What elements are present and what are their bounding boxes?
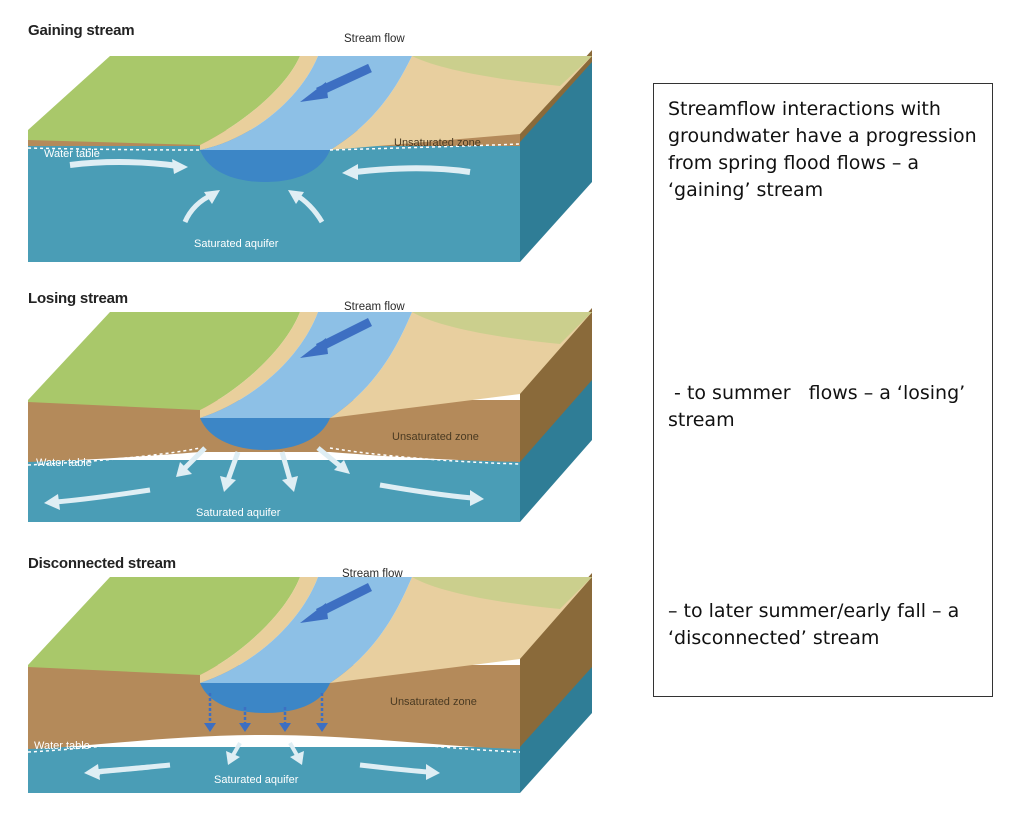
stream-flow-arrowhead [300, 338, 328, 358]
stream-flow-arrowhead [300, 82, 328, 102]
inflow-arrowhead-right [342, 164, 358, 180]
outflow-arrowhead [220, 476, 236, 492]
seepage-arrows [208, 693, 324, 725]
outflow-arrow [225, 451, 241, 481]
right-bank-grass [412, 56, 592, 86]
unsaturated-zone-label: Unsaturated zone [392, 431, 479, 443]
gaining-stream-diagram: Stream flow Water table Unsaturated zone… [27, 33, 592, 262]
block-side-face [520, 58, 592, 262]
outflow-arrowhead [44, 494, 60, 510]
panel-title: Disconnected stream [28, 555, 176, 572]
outflow-arrow [54, 487, 151, 505]
outflow-arrowhead [470, 490, 484, 506]
stream-surface [200, 577, 412, 683]
outflow-arrow [279, 451, 293, 481]
left-bank-grass [28, 577, 300, 675]
aquifer-arrowhead [84, 764, 100, 780]
saturated-aquifer-label: Saturated aquifer [194, 238, 279, 250]
left-bank-slope [200, 577, 318, 683]
aquifer-arrowhead [426, 764, 440, 780]
stream-channel [200, 150, 330, 182]
losing-description: - to summer flows – a ‘losing’ stream [668, 382, 972, 431]
outflow-arrow [316, 446, 342, 468]
aquifer-arrowhead [290, 751, 304, 765]
left-bank-slope [200, 56, 318, 150]
gaining-stream-panel: Gaining stream Stream flow Water t [0, 0, 640, 270]
inflow-arrow-left [69, 159, 179, 169]
disconnected-stream-diagram: Stream flow Water table Unsaturated zone… [27, 568, 592, 793]
aquifer-arrowhead [226, 751, 240, 765]
water-table-line [27, 143, 521, 151]
outflow-arrowhead [282, 476, 298, 492]
aquifer-arrow [359, 762, 429, 775]
saturated-aquifer-label: Saturated aquifer [196, 507, 281, 519]
outflow-arrow [379, 482, 473, 501]
water-table-label: Water table [44, 148, 100, 160]
inflow-arrowhead-left [172, 159, 188, 174]
losing-stream-diagram: Stream flow Water table Unsaturated zone… [27, 301, 592, 522]
outflow-arrowhead [334, 460, 350, 474]
upward-arrowhead-left [204, 190, 220, 204]
saturated-aquifer-label: Saturated aquifer [214, 774, 299, 786]
left-bank-grass [28, 312, 300, 410]
gaining-description: Streamflow interactions with groundwater… [668, 98, 983, 201]
saturated-aquifer-front [28, 460, 520, 522]
panel-title: Gaining stream [28, 22, 135, 39]
stream-flow-arrowhead [300, 603, 328, 623]
inflow-arrow-right [354, 165, 471, 175]
stream-channel [200, 418, 330, 450]
upward-arrowhead-right [288, 190, 304, 204]
water-table-label: Water table [34, 740, 90, 752]
water-table-label: Water table [36, 457, 92, 469]
right-bank-grass [412, 312, 592, 344]
disconnected-description: – to later summer/early fall – a ‘discon… [668, 600, 966, 649]
stream-flow-label: Stream flow [344, 33, 405, 45]
left-bank-grass [28, 56, 300, 145]
water-table-line [27, 447, 521, 466]
losing-stream-panel: Losing stream Stream flow Water table Un… [0, 270, 640, 532]
outflow-arrowhead [176, 462, 192, 477]
unsaturated-zone-label: Unsaturated zone [394, 137, 481, 149]
unsaturated-zone-label: Unsaturated zone [390, 696, 477, 708]
disconnected-stream-panel: Disconnected stream [0, 535, 640, 805]
stream-surface [200, 56, 412, 150]
explanation-textbox: Streamflow interactions with groundwater… [653, 83, 993, 697]
block-side-soil [520, 573, 592, 747]
outflow-arrow [183, 446, 207, 470]
seepage-arrowheads [204, 723, 328, 732]
stream-flow-label: Stream flow [342, 568, 403, 580]
left-bank-slope [200, 312, 318, 418]
right-bank-grass [412, 577, 592, 609]
panel-title: Losing stream [28, 290, 128, 307]
block-side-soil [520, 308, 592, 462]
stream-flow-label: Stream flow [344, 301, 405, 313]
stream-surface [200, 312, 412, 418]
stream-channel [200, 683, 330, 713]
